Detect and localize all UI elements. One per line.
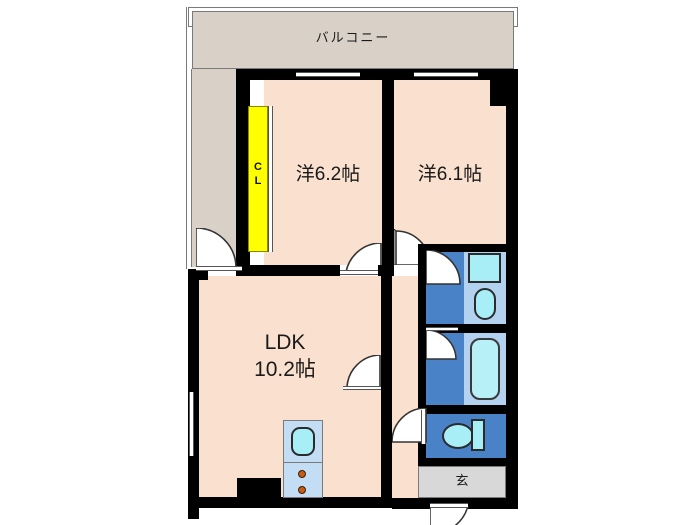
ldk-name-label: LDK bbox=[264, 331, 306, 354]
wall-ldk-left bbox=[188, 269, 199, 508]
front-door-opening[interactable] bbox=[430, 503, 468, 508]
bedroom-2-window-right[interactable] bbox=[446, 72, 478, 77]
wall-toilet-bottom bbox=[418, 458, 506, 466]
ldk-door-hall-lower-swing[interactable] bbox=[354, 381, 384, 411]
ldk-area-label: 10.2帖 bbox=[254, 358, 316, 381]
balcony-side-left-edge bbox=[191, 69, 192, 267]
kitchen-counter-divider bbox=[283, 462, 323, 463]
toilet-door-opening[interactable] bbox=[421, 410, 426, 444]
balcony-area bbox=[192, 11, 514, 69]
closet-cl bbox=[248, 106, 268, 252]
hall-near-genkan bbox=[392, 464, 418, 498]
bedroom-2-window-left[interactable] bbox=[414, 72, 446, 77]
bathroom-door-swing[interactable] bbox=[426, 330, 458, 360]
bedroom-1-label: 洋6.2帖 bbox=[295, 164, 361, 185]
washer-space-icon bbox=[468, 253, 501, 283]
genkan-border bbox=[418, 466, 506, 498]
kitchen-sink-icon bbox=[291, 427, 315, 456]
vanity-basin-icon bbox=[474, 288, 496, 320]
wall-outer-bottom-left bbox=[188, 497, 199, 519]
washroom-door-swing[interactable] bbox=[426, 250, 462, 286]
wall-upper-left bbox=[236, 69, 250, 281]
wall-wet-right bbox=[505, 244, 518, 498]
wall-bedroom-1-bottom bbox=[250, 265, 340, 276]
stove-burner-rear-icon bbox=[298, 486, 306, 494]
bathroom-door-opening[interactable] bbox=[426, 327, 458, 331]
closet-cl-line2: L bbox=[254, 175, 262, 188]
kitchen-counter-border bbox=[283, 420, 323, 498]
wall-bath-toilet-divider bbox=[418, 405, 506, 414]
toilet-bowl-icon bbox=[442, 423, 474, 449]
stove-burner-front-icon bbox=[298, 470, 306, 478]
wall-washroom-top bbox=[418, 244, 506, 252]
wall-ldk-bottom bbox=[188, 497, 392, 508]
wall-bedrooms-top bbox=[236, 69, 518, 80]
balcony-border bbox=[192, 11, 514, 69]
bedroom-1-door-opening[interactable] bbox=[338, 270, 382, 275]
balcony-label: バルコニー bbox=[315, 30, 391, 45]
wall-ldk-top-left bbox=[188, 269, 208, 280]
wall-bedroom2-notch bbox=[490, 80, 506, 106]
wall-between-bedrooms bbox=[382, 69, 394, 265]
wall-washroom-bath-divider bbox=[418, 324, 506, 333]
wall-ldk-right bbox=[381, 276, 392, 498]
closet-cl-label: C L bbox=[248, 160, 268, 189]
ldk-door-hall-upper-opening[interactable] bbox=[343, 386, 381, 390]
bedroom-1-area bbox=[272, 80, 382, 265]
ldk-window-upper[interactable] bbox=[189, 392, 194, 424]
ldk-entry-door-swing[interactable] bbox=[196, 228, 240, 268]
bedroom-1-window-left[interactable] bbox=[296, 72, 328, 77]
closet-door-sash[interactable] bbox=[268, 106, 273, 252]
front-door-swing[interactable] bbox=[430, 506, 470, 525]
closet-cl-border bbox=[248, 106, 268, 252]
wall-wet-left bbox=[418, 244, 426, 464]
toilet-door-swing[interactable] bbox=[392, 408, 428, 444]
toilet-tank-icon bbox=[471, 419, 485, 451]
bedroom-2-door-opening bbox=[394, 265, 432, 270]
ldk-entry-door-opening[interactable] bbox=[196, 266, 242, 271]
bedroom-1-window-right[interactable] bbox=[328, 72, 360, 77]
wall-upper-right bbox=[505, 69, 518, 269]
closet-cl-line1: C bbox=[254, 161, 262, 173]
genkan-label: 玄 bbox=[455, 473, 469, 488]
wall-bedroom-1-bottom-right bbox=[378, 265, 394, 276]
balcony-side-outer-edge bbox=[186, 7, 187, 269]
balcony-outer-gap bbox=[187, 27, 191, 267]
genkan-area bbox=[418, 466, 506, 498]
bedroom-2-label: 洋6.1帖 bbox=[417, 164, 483, 185]
ldk-window-lower[interactable] bbox=[189, 424, 194, 456]
bedroom-1-door-swing[interactable] bbox=[340, 243, 382, 273]
pillar-ldk-bottom bbox=[237, 478, 281, 498]
bathtub-icon bbox=[470, 338, 500, 400]
